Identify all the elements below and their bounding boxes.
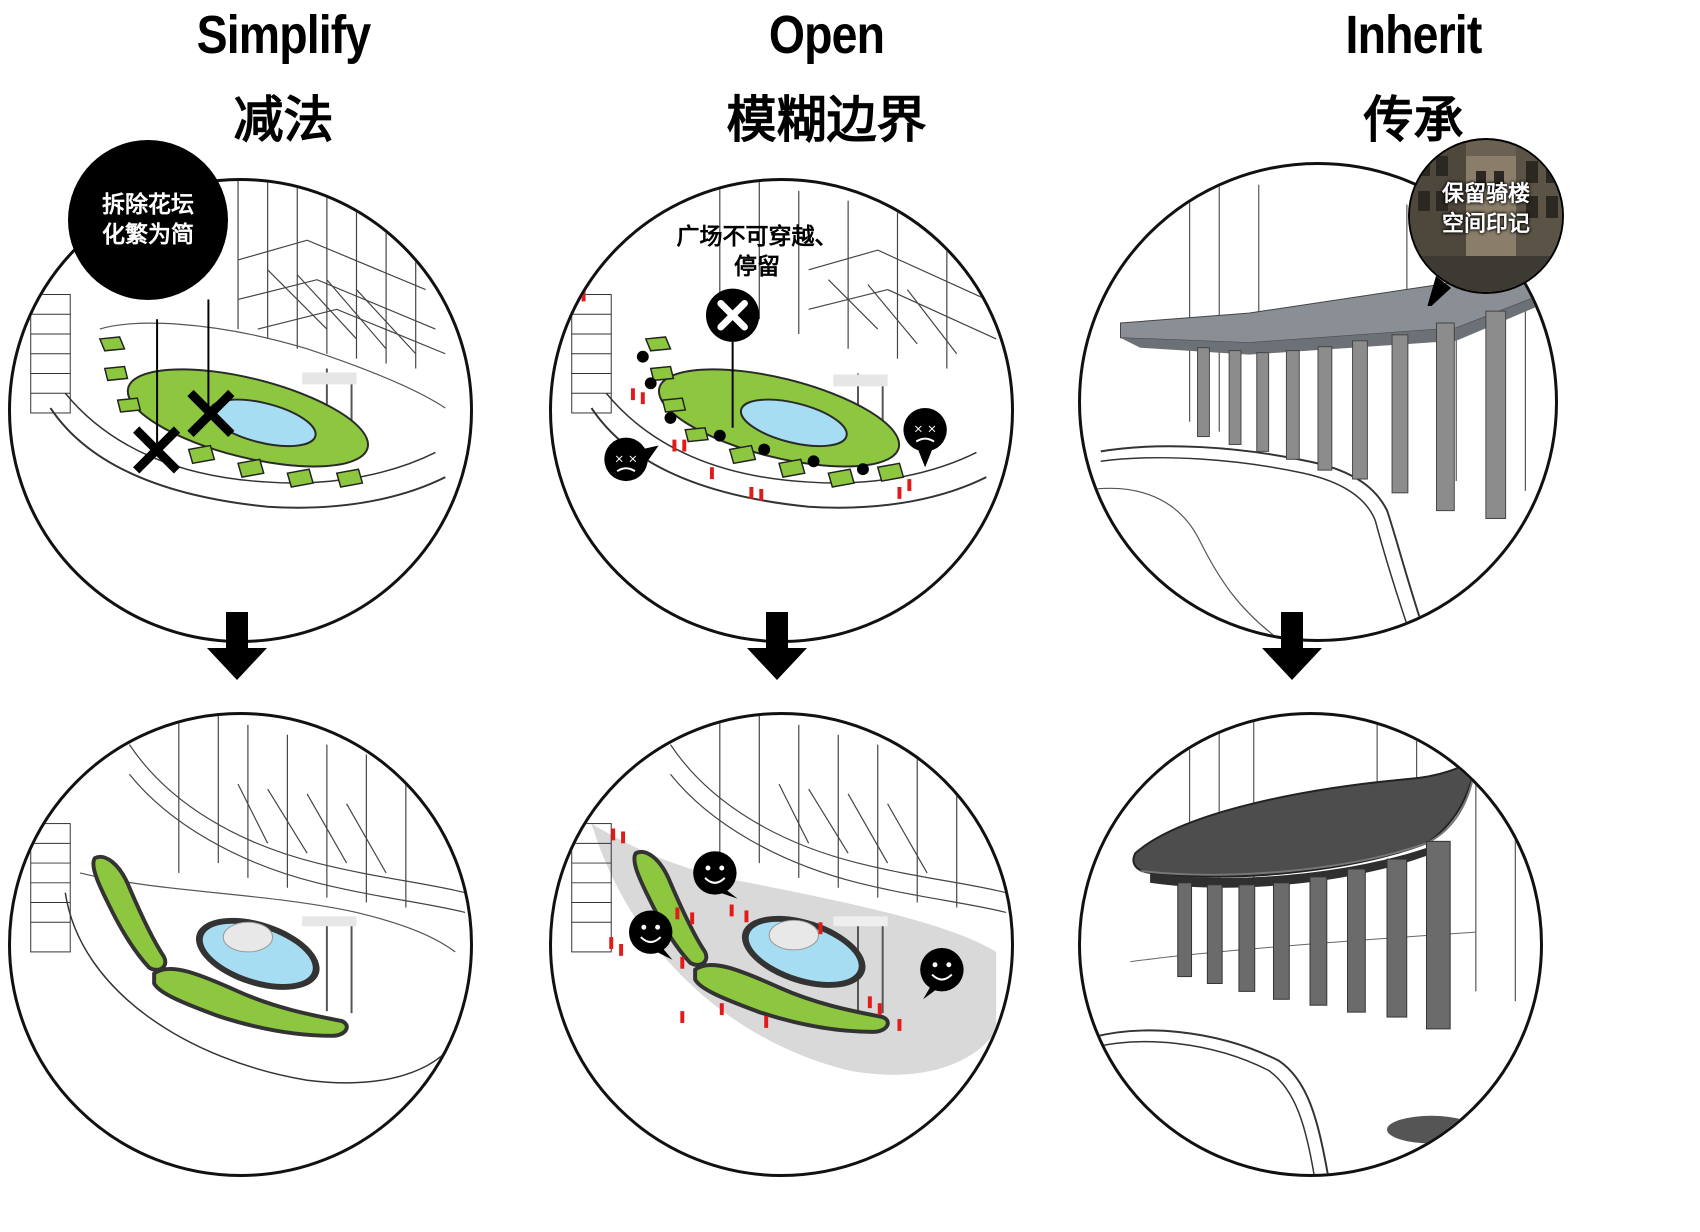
column-simplify: Simplify 减法 — [0, 0, 567, 1232]
column-open: Open 模糊边界 — [543, 0, 1110, 1232]
title-simplify-en: Simplify — [196, 5, 372, 65]
simplify-after-illustration — [8, 712, 473, 1177]
inherit-down-arrow-icon — [1262, 612, 1322, 680]
title-simplify-zh: 减法 — [233, 91, 334, 149]
inherit-note-line1: 保留骑楼 — [1441, 182, 1530, 207]
svg-text:× ×: × × — [614, 451, 638, 465]
svg-text:× ×: × × — [913, 422, 937, 436]
simplify-note-bubble: 拆除花坛 化繁为简 — [68, 140, 228, 300]
title-inherit-zh: 传承 — [1363, 91, 1464, 149]
simplify-note-line1: 拆除花坛 — [102, 192, 194, 218]
inherit-after-illustration — [1078, 712, 1543, 1177]
arcade-photo-callout — [1408, 138, 1564, 306]
open-after-illustration — [549, 712, 1014, 1177]
open-down-arrow-icon — [747, 612, 807, 680]
open-after-drawing — [571, 715, 1007, 1075]
title-open-zh: 模糊边界 — [726, 91, 927, 149]
inherit-note-text: 保留骑楼 空间印记 — [1416, 180, 1556, 240]
inherit-before-illustration — [1078, 162, 1558, 642]
simplify-after-drawing — [30, 715, 466, 1084]
column-inherit: Inherit 传承 — [1078, 0, 1697, 1232]
open-note-text: 广场不可穿越、 停留 — [627, 222, 887, 282]
title-open-en: Open — [768, 5, 885, 65]
simplify-down-arrow-icon — [207, 612, 267, 680]
inherit-after-drawing — [1081, 715, 1516, 1174]
open-note-line1: 广场不可穿越、 — [676, 224, 838, 250]
title-inherit-en: Inherit — [1345, 5, 1483, 65]
inherit-note-line2: 空间印记 — [1441, 212, 1530, 237]
open-before-illustration: × × × × — [549, 178, 1014, 643]
simplify-before-illustration — [8, 178, 473, 643]
open-before-drawing: × × × × — [571, 181, 997, 509]
simplify-before-drawing — [30, 181, 446, 509]
simplify-note-line2: 化繁为简 — [102, 222, 194, 248]
open-note-line2: 停留 — [734, 254, 780, 280]
